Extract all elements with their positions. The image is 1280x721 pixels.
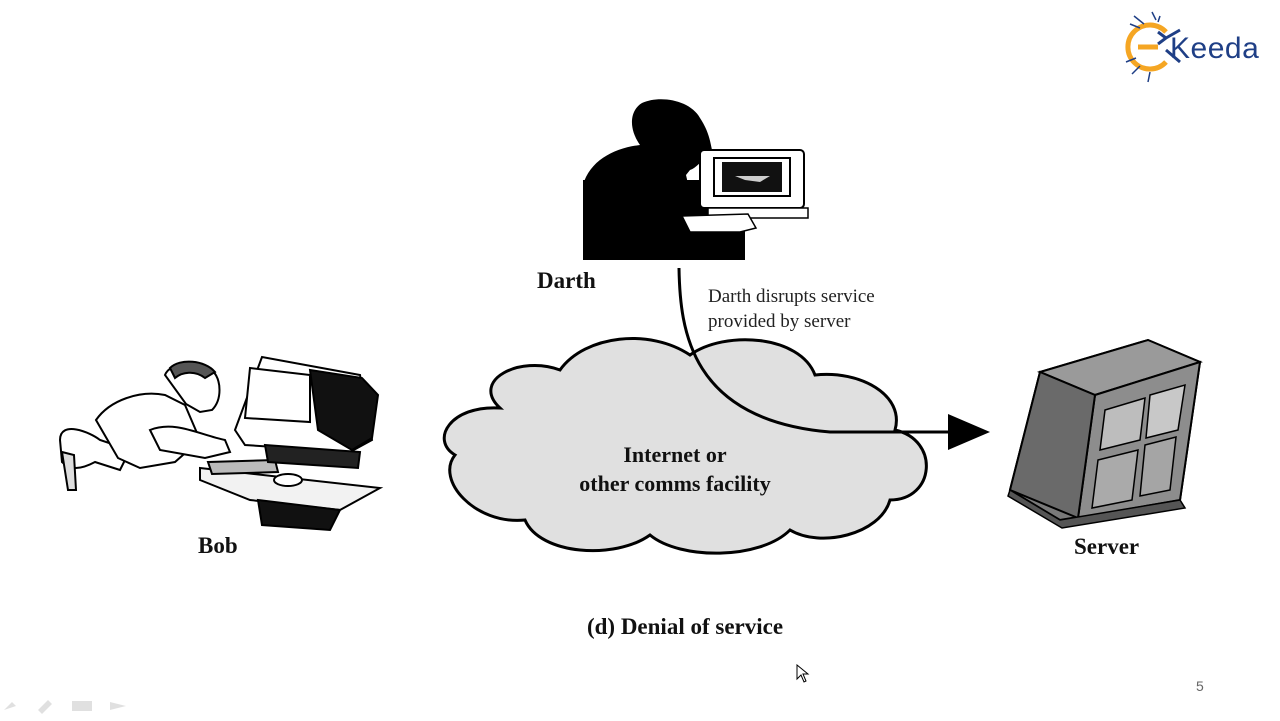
annotation-line-2: provided by server <box>708 311 851 332</box>
cloud-icon <box>442 337 928 555</box>
server-tower-icon <box>1007 338 1203 529</box>
attack-annotation: Darth disrupts service provided by serve… <box>708 284 875 334</box>
previous-icon[interactable] <box>4 702 16 710</box>
attack-arrow-icon <box>677 267 990 450</box>
cloud-label-line-1: Internet or <box>623 442 727 467</box>
logo-mark-icon <box>1125 11 1181 83</box>
ekeeda-logo: Keeda <box>1122 10 1272 84</box>
logo-text: Keeda <box>1170 32 1260 65</box>
darth-silhouette-icon <box>583 99 809 260</box>
cloud-label: Internet or other comms facility <box>500 440 850 498</box>
figure-caption: (d) Denial of service <box>586 614 784 639</box>
server-label: Server <box>1074 534 1140 559</box>
next-icon[interactable] <box>110 702 126 710</box>
bob-at-computer-icon <box>58 355 384 532</box>
pen-icon[interactable] <box>38 700 52 714</box>
bob-label: Bob <box>198 533 238 558</box>
cloud-label-line-2: other comms facility <box>579 471 771 496</box>
slideshow-toolbar <box>2 696 132 716</box>
menu-icon[interactable] <box>72 701 92 711</box>
darth-label: Darth <box>537 268 596 293</box>
mouse-cursor-icon <box>796 664 810 683</box>
annotation-line-1: Darth disrupts service <box>708 286 875 307</box>
page-number: 5 <box>1196 678 1204 694</box>
